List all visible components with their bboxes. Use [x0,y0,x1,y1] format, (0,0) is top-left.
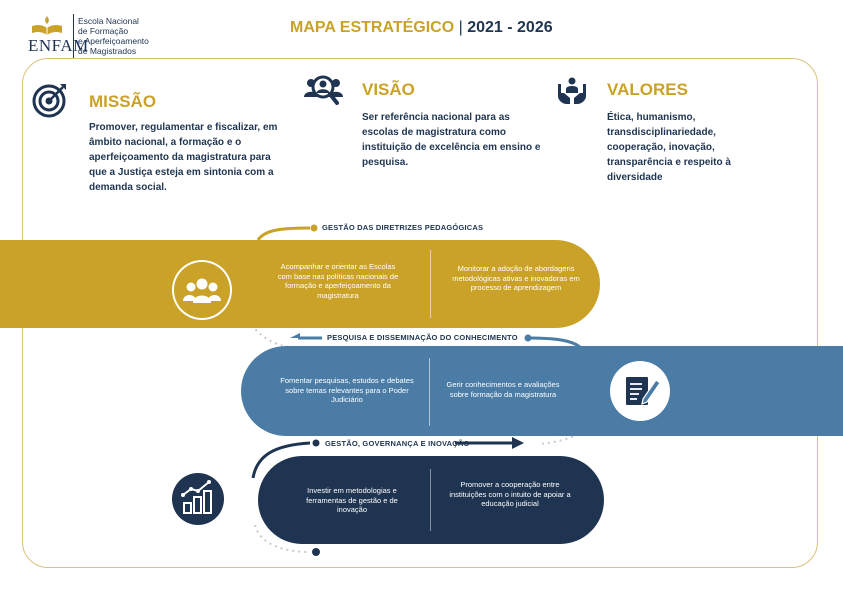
logo-divider [73,14,74,58]
band3-label: GESTÃO, GOVERNANÇA E INOVAÇÃO [325,439,470,448]
page-title: MAPA ESTRATÉGICO | 2021 - 2026 [290,19,553,37]
target-icon [32,82,68,118]
band-gestao-diretrizes: Acompanhar e orientar as Escolas com bas… [0,240,600,328]
band1-divider [430,250,431,318]
book-lamp-icon [32,16,62,35]
visao-text: Ser referência nacional para as escolas … [362,112,541,168]
logo-line: de Formação [78,26,129,36]
visao-heading: VISÃO [362,80,415,99]
band2-right-objective: Gerir conhecimentos e avaliações sobre f… [446,380,560,399]
band-pesquisa-conhecimento: Fomentar pesquisas, estudos e debates so… [241,346,843,436]
title-years: 2021 - 2026 [467,19,553,36]
logo-line: e Aperfeiçoamento [78,36,149,46]
valores-heading: VALORES [607,80,688,99]
people-group-icon [172,260,232,320]
missao-text: Promover, regulamentar e fiscalizar, em … [89,122,278,193]
valores-text: Ética, humanismo, transdisciplinariedade… [607,112,731,183]
document-pen-icon [610,361,670,421]
logo-line: Escola Nacional [78,16,139,26]
growth-chart-icon [172,473,224,525]
band1-right-objective: Monitorar a adoção de abordagens metodol… [452,264,580,292]
band1-left-objective: Acompanhar e orientar as Escolas com bas… [277,262,399,300]
logo-institution-name: Escola Nacional de Formação e Aperfeiçoa… [78,16,178,56]
band2-divider [429,358,430,426]
team-search-icon [303,73,345,109]
missao-heading: MISSÃO [89,92,157,111]
logo-line: de Magistrados [78,46,137,56]
enfam-logo [30,14,64,36]
band2-label: PESQUISA E DISSEMINAÇÃO DO CONHECIMENTO [327,333,518,342]
band3-right-objective: Promover a cooperação entre instituições… [449,480,571,508]
band-gestao-governanca: Investir em metodologias e ferramentas d… [258,456,604,544]
title-text: MAPA ESTRATÉGICO [290,19,455,36]
band3-divider [430,469,431,531]
hands-heart-icon [556,76,588,108]
band2-left-objective: Fomentar pesquisas, estudos e debates so… [280,376,414,404]
band1-label: GESTÃO DAS DIRETRIZES PEDAGÓGICAS [322,223,484,232]
title-separator: | [458,19,463,36]
band3-left-objective: Investir em metodologias e ferramentas d… [306,486,398,514]
